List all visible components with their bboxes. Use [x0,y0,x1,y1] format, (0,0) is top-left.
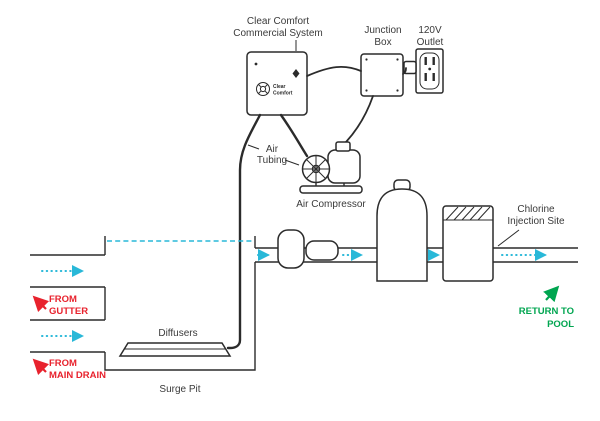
junction-to-plug-cable [402,67,407,75]
chlorine-injection: Chlorine Injection Site [497,204,565,247]
logo-text-line2: Comfort [273,91,293,97]
pump-volute [277,229,305,269]
clear-comfort-logo-spokes-icon [258,84,268,94]
outlet-slot-icon [424,73,427,81]
filter-unit [442,205,494,282]
air-tubing-label-line2: Tubing [257,155,287,166]
system-label-line2: Commercial System [233,28,322,39]
screw-icon [396,89,399,92]
chlorine-leader-line [497,229,520,247]
system-unit-box [246,51,308,116]
chlorine-label-line1: Chlorine [517,204,555,215]
air-tubing-leader-lines [247,144,300,166]
compressor-base [299,185,363,194]
diffusers-label: Diffusers [158,328,197,339]
gutter-inflow-arrow-icon [32,295,50,313]
cables [306,65,407,143]
compressor-motor [327,149,361,184]
compressor-fitting [335,141,351,152]
system-label-line1: Clear Comfort [247,16,309,27]
air-compressor-label: Air Compressor [296,199,366,210]
plug-icon [403,60,417,75]
junction-box: Junction Box [360,25,404,97]
inlet-gutter: FROM GUTTER [30,254,105,317]
air-tube-to-diffusers [226,113,262,350]
tank [376,179,428,282]
from-gutter-label-line2: GUTTER [49,306,88,317]
filter-lid-hatching [443,206,493,221]
filter-body [442,205,494,282]
logo-text-line1: Clear [273,84,286,90]
inlet-main-drain: FROM MAIN DRAIN [30,319,106,381]
pump [277,229,339,269]
outlet-face [419,52,440,90]
clear-comfort-system: Clear Comfort Commercial System Clear Co… [233,16,323,116]
return-label-line1: RETURN TO [519,306,574,317]
outlet-label-line2: Outlet [417,37,444,48]
outlet-slot-icon [424,57,427,65]
chlorine-label-line2: Injection Site [507,216,565,227]
diamond-icon [292,69,300,78]
surge-pit-walls [104,236,256,371]
return-to-pool: RETURN TO POOL [519,285,574,330]
clear-comfort-logo-icon [256,82,270,96]
main-drain-inflow-arrow-icon [32,358,50,376]
return-label-line2: POOL [547,319,574,330]
air-tube-to-compressor [279,113,309,158]
junction-to-compressor-cable [345,95,374,143]
main-drain-channel-walls [30,319,105,353]
compressor-fan-blades-icon [302,156,330,183]
air-tubing: Air Tubing [226,113,309,350]
screw-icon [396,58,399,61]
outlet-slot-icon [432,57,435,65]
surge-pit-label: Surge Pit [159,384,200,395]
air-tubing-label-line1: Air [266,144,279,155]
from-gutter-label-line1: FROM [49,294,77,305]
power-outlet: 120V Outlet [403,25,444,94]
clear-comfort-logo-hub-icon [259,85,267,93]
pump-motor [305,240,339,261]
screw-icon [365,58,368,61]
air-compressor: Air Compressor [296,141,366,210]
return-arrow-icon [543,285,560,303]
junction-box-body [360,53,404,97]
system-to-junction-cable [306,65,362,77]
junction-label-line1: Junction [364,25,401,36]
screw-icon [365,89,368,92]
from-main-drain-label-line2: MAIN DRAIN [49,370,106,381]
outlet-label-line1: 120V [418,25,442,36]
junction-label-line2: Box [374,37,391,48]
tank-body [376,188,428,282]
from-main-drain-label-line1: FROM [49,358,77,369]
outlet-screw-icon [428,67,432,71]
outlet-slot-icon [432,73,435,81]
gutter-channel-walls [30,254,105,288]
indicator-dot-icon [254,62,258,66]
surge-pit: Diffusers Surge Pit [104,236,256,395]
